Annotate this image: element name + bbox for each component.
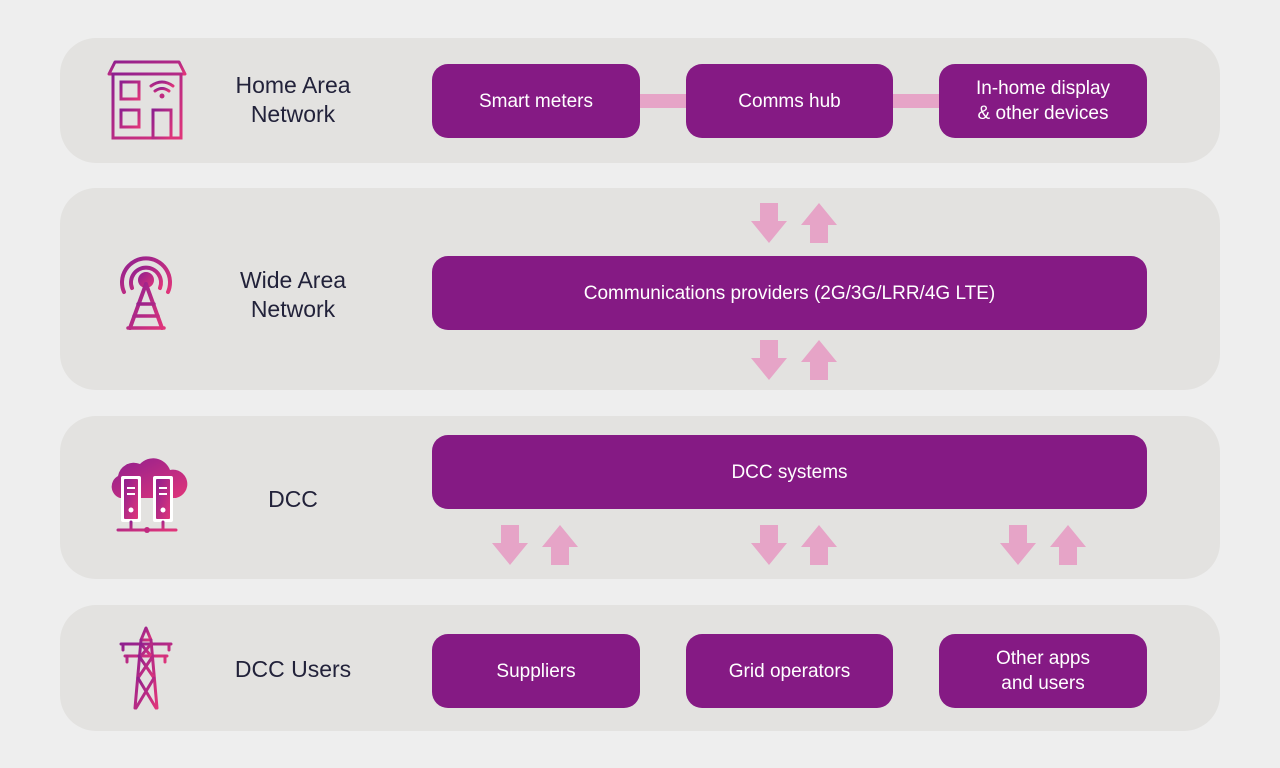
suppliers-box: Suppliers bbox=[432, 634, 640, 708]
bidirectional-arrows bbox=[491, 523, 581, 567]
bidirectional-arrows bbox=[999, 523, 1089, 567]
bidirectional-arrows bbox=[750, 338, 840, 382]
layer-label-home-area-network: Home Area Network bbox=[235, 72, 351, 127]
comms-hub-box: Comms hub bbox=[686, 64, 893, 138]
pylon-icon bbox=[117, 626, 175, 710]
layer-label-dcc: DCC bbox=[268, 486, 318, 512]
communications-providers-box: Communications providers (2G/3G/LRR/4G L… bbox=[432, 256, 1147, 330]
layer-label-wide-area-network: Wide Area Network bbox=[239, 267, 347, 322]
in-home-display-box: In-home display & other devices bbox=[939, 64, 1147, 138]
dcc-systems-box: DCC systems bbox=[432, 435, 1147, 509]
house-icon bbox=[105, 60, 189, 142]
smart-meters-box: Smart meters bbox=[432, 64, 640, 138]
cloud-servers-icon bbox=[106, 456, 188, 536]
connector-line bbox=[640, 94, 686, 108]
bidirectional-arrows bbox=[750, 201, 840, 245]
layer-label-dcc-users: DCC Users bbox=[234, 656, 352, 682]
connector-line bbox=[893, 94, 939, 108]
bidirectional-arrows bbox=[750, 523, 840, 567]
antenna-tower-icon bbox=[110, 246, 182, 330]
grid-operators-box: Grid operators bbox=[686, 634, 893, 708]
other-apps-box: Other apps and users bbox=[939, 634, 1147, 708]
